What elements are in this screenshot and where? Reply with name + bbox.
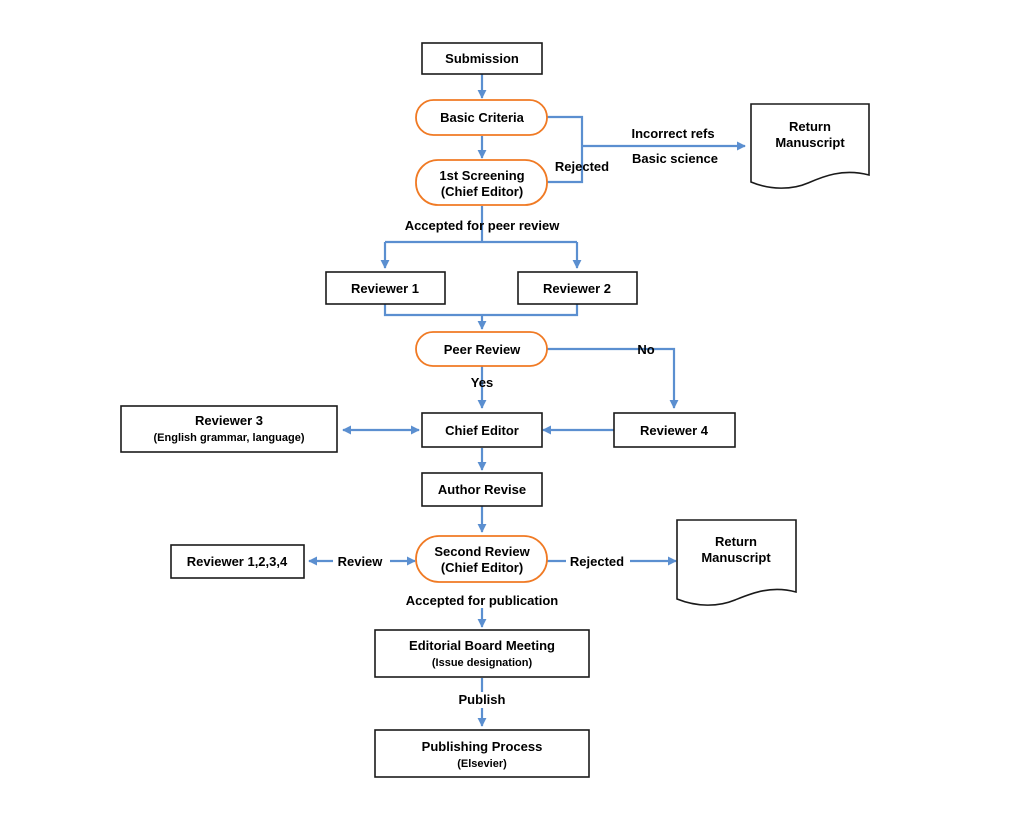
return-manuscript-1-line1: Return [789, 119, 831, 134]
return-manuscript-2-line2: Manuscript [701, 550, 771, 565]
arrow-peer-review-no [547, 347, 679, 409]
connector-basic-criteria-reject-branch [547, 115, 584, 146]
reviewer-3-label: Reviewer 3 [195, 413, 263, 428]
node-basic-criteria: Basic Criteria [415, 99, 548, 136]
label-accepted-peer-review: Accepted for peer review [405, 218, 561, 233]
node-reviewer-4: Reviewer 4 [613, 412, 736, 448]
node-reviewer-2: Reviewer 2 [517, 271, 638, 305]
reviewers-1234-label: Reviewer 1,2,3,4 [187, 554, 288, 569]
connector-first-screening-reject-branch [547, 146, 584, 184]
connectors [308, 74, 746, 726]
submission-label: Submission [445, 51, 519, 66]
author-revise-label: Author Revise [438, 482, 526, 497]
node-chief-editor: Chief Editor [421, 412, 543, 448]
label-basic-science: Basic science [632, 151, 718, 166]
label-accepted-publication: Accepted for publication [406, 593, 558, 608]
label-review: Review [338, 554, 384, 569]
label-incorrect-refs: Incorrect refs [631, 126, 714, 141]
chief-editor-label: Chief Editor [445, 423, 519, 438]
first-screening-label: 1st Screening [439, 168, 524, 183]
node-reviewers-1234: Reviewer 1,2,3,4 [170, 544, 305, 579]
arrow-screening-to-reviewers [385, 206, 577, 244]
node-second-review: Second Review (Chief Editor) [415, 535, 548, 583]
node-editorial-board: Editorial Board Meeting (Issue designati… [374, 629, 590, 678]
label-no: No [637, 342, 654, 357]
reviewer-4-label: Reviewer 4 [640, 423, 709, 438]
label-yes: Yes [471, 375, 493, 390]
node-return-manuscript-1: Return Manuscript [750, 103, 870, 189]
label-rejected-2: Rejected [570, 554, 624, 569]
connector-reviewers-merge [383, 304, 579, 317]
node-first-screening: 1st Screening (Chief Editor) [415, 159, 548, 206]
node-reviewer-1: Reviewer 1 [325, 271, 446, 305]
second-review-label: Second Review [434, 544, 530, 559]
reviewer-3-sublabel: (English grammar, language) [154, 432, 305, 444]
edge-labels: Incorrect refs Basic science Rejected Ac… [338, 126, 718, 707]
node-return-manuscript-2: Return Manuscript [676, 519, 797, 606]
peer-review-label: Peer Review [444, 342, 521, 357]
reviewer-2-label: Reviewer 2 [543, 281, 611, 296]
publishing-process-label: Publishing Process [422, 739, 543, 754]
return-manuscript-2-line1: Return [715, 534, 757, 549]
label-publish: Publish [459, 692, 506, 707]
publishing-process-sublabel: (Elsevier) [457, 758, 507, 770]
node-peer-review: Peer Review [415, 331, 548, 367]
reviewer-1-label: Reviewer 1 [351, 281, 419, 296]
node-publishing-process: Publishing Process (Elsevier) [374, 729, 590, 778]
node-reviewer-3: Reviewer 3 (English grammar, language) [120, 405, 338, 453]
second-review-sublabel: (Chief Editor) [441, 560, 523, 575]
node-author-revise: Author Revise [421, 472, 543, 507]
first-screening-sublabel: (Chief Editor) [441, 184, 523, 199]
editorial-board-label: Editorial Board Meeting [409, 638, 555, 653]
node-submission: Submission [421, 42, 543, 75]
editorial-board-sublabel: (Issue designation) [432, 657, 533, 669]
return-manuscript-1-line2: Manuscript [775, 135, 845, 150]
label-rejected-1: Rejected [555, 159, 609, 174]
basic-criteria-label: Basic Criteria [440, 110, 525, 125]
